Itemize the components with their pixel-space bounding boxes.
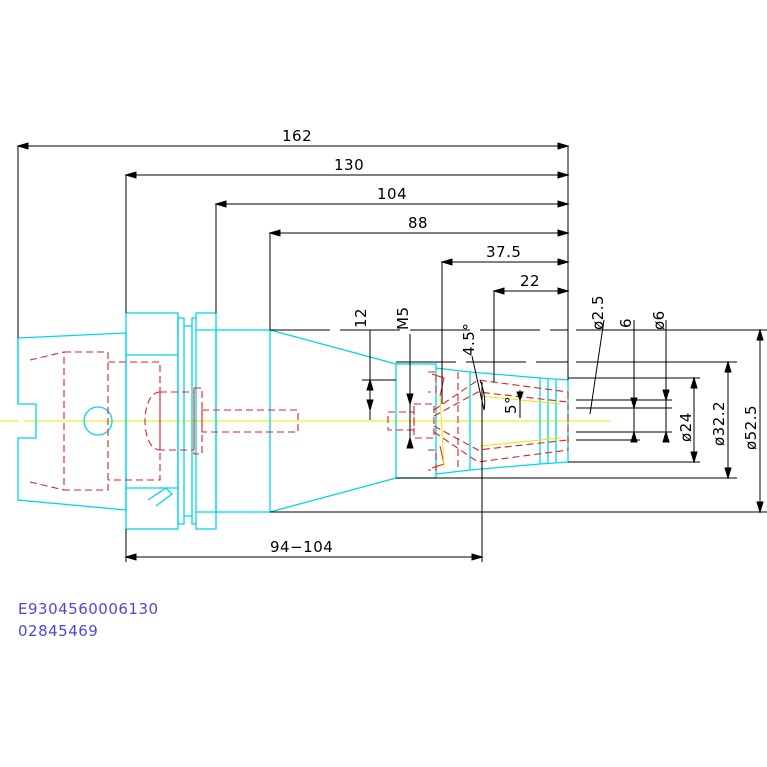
- dim-collet-depth: 22: [520, 272, 540, 290]
- dim-taper-start-length: 104: [377, 185, 407, 203]
- dimension-lines: [16, 142, 767, 562]
- dim-overall-length: 162: [282, 127, 312, 145]
- holder-outline: [17, 312, 569, 530]
- dim-nose-length: 88: [408, 214, 428, 232]
- dim-thread-m5: M5: [394, 307, 412, 331]
- dim-adjust-range: 94−104: [270, 538, 333, 556]
- dim-6-upper: 6: [617, 318, 635, 328]
- hidden-lines: [29, 351, 569, 491]
- dim-dia-2-5: ø2.5: [589, 295, 607, 330]
- dim-thread-12: 12: [352, 308, 370, 328]
- dim-angle-4-5: 4.5°: [460, 323, 478, 356]
- dim-dia-52-5: ø52.5: [742, 405, 760, 450]
- dim-collet-length: 37.5: [486, 243, 521, 261]
- order-number: 02845469: [18, 622, 99, 640]
- dim-flange-length: 130: [334, 156, 364, 174]
- dim-dia-6: ø6: [650, 310, 668, 330]
- dim-angle-5: 5°: [502, 396, 520, 414]
- dim-dia-24: ø24: [677, 412, 695, 442]
- dim-dia-32-2: ø32.2: [710, 401, 728, 446]
- part-number: E9304560006130: [18, 600, 159, 618]
